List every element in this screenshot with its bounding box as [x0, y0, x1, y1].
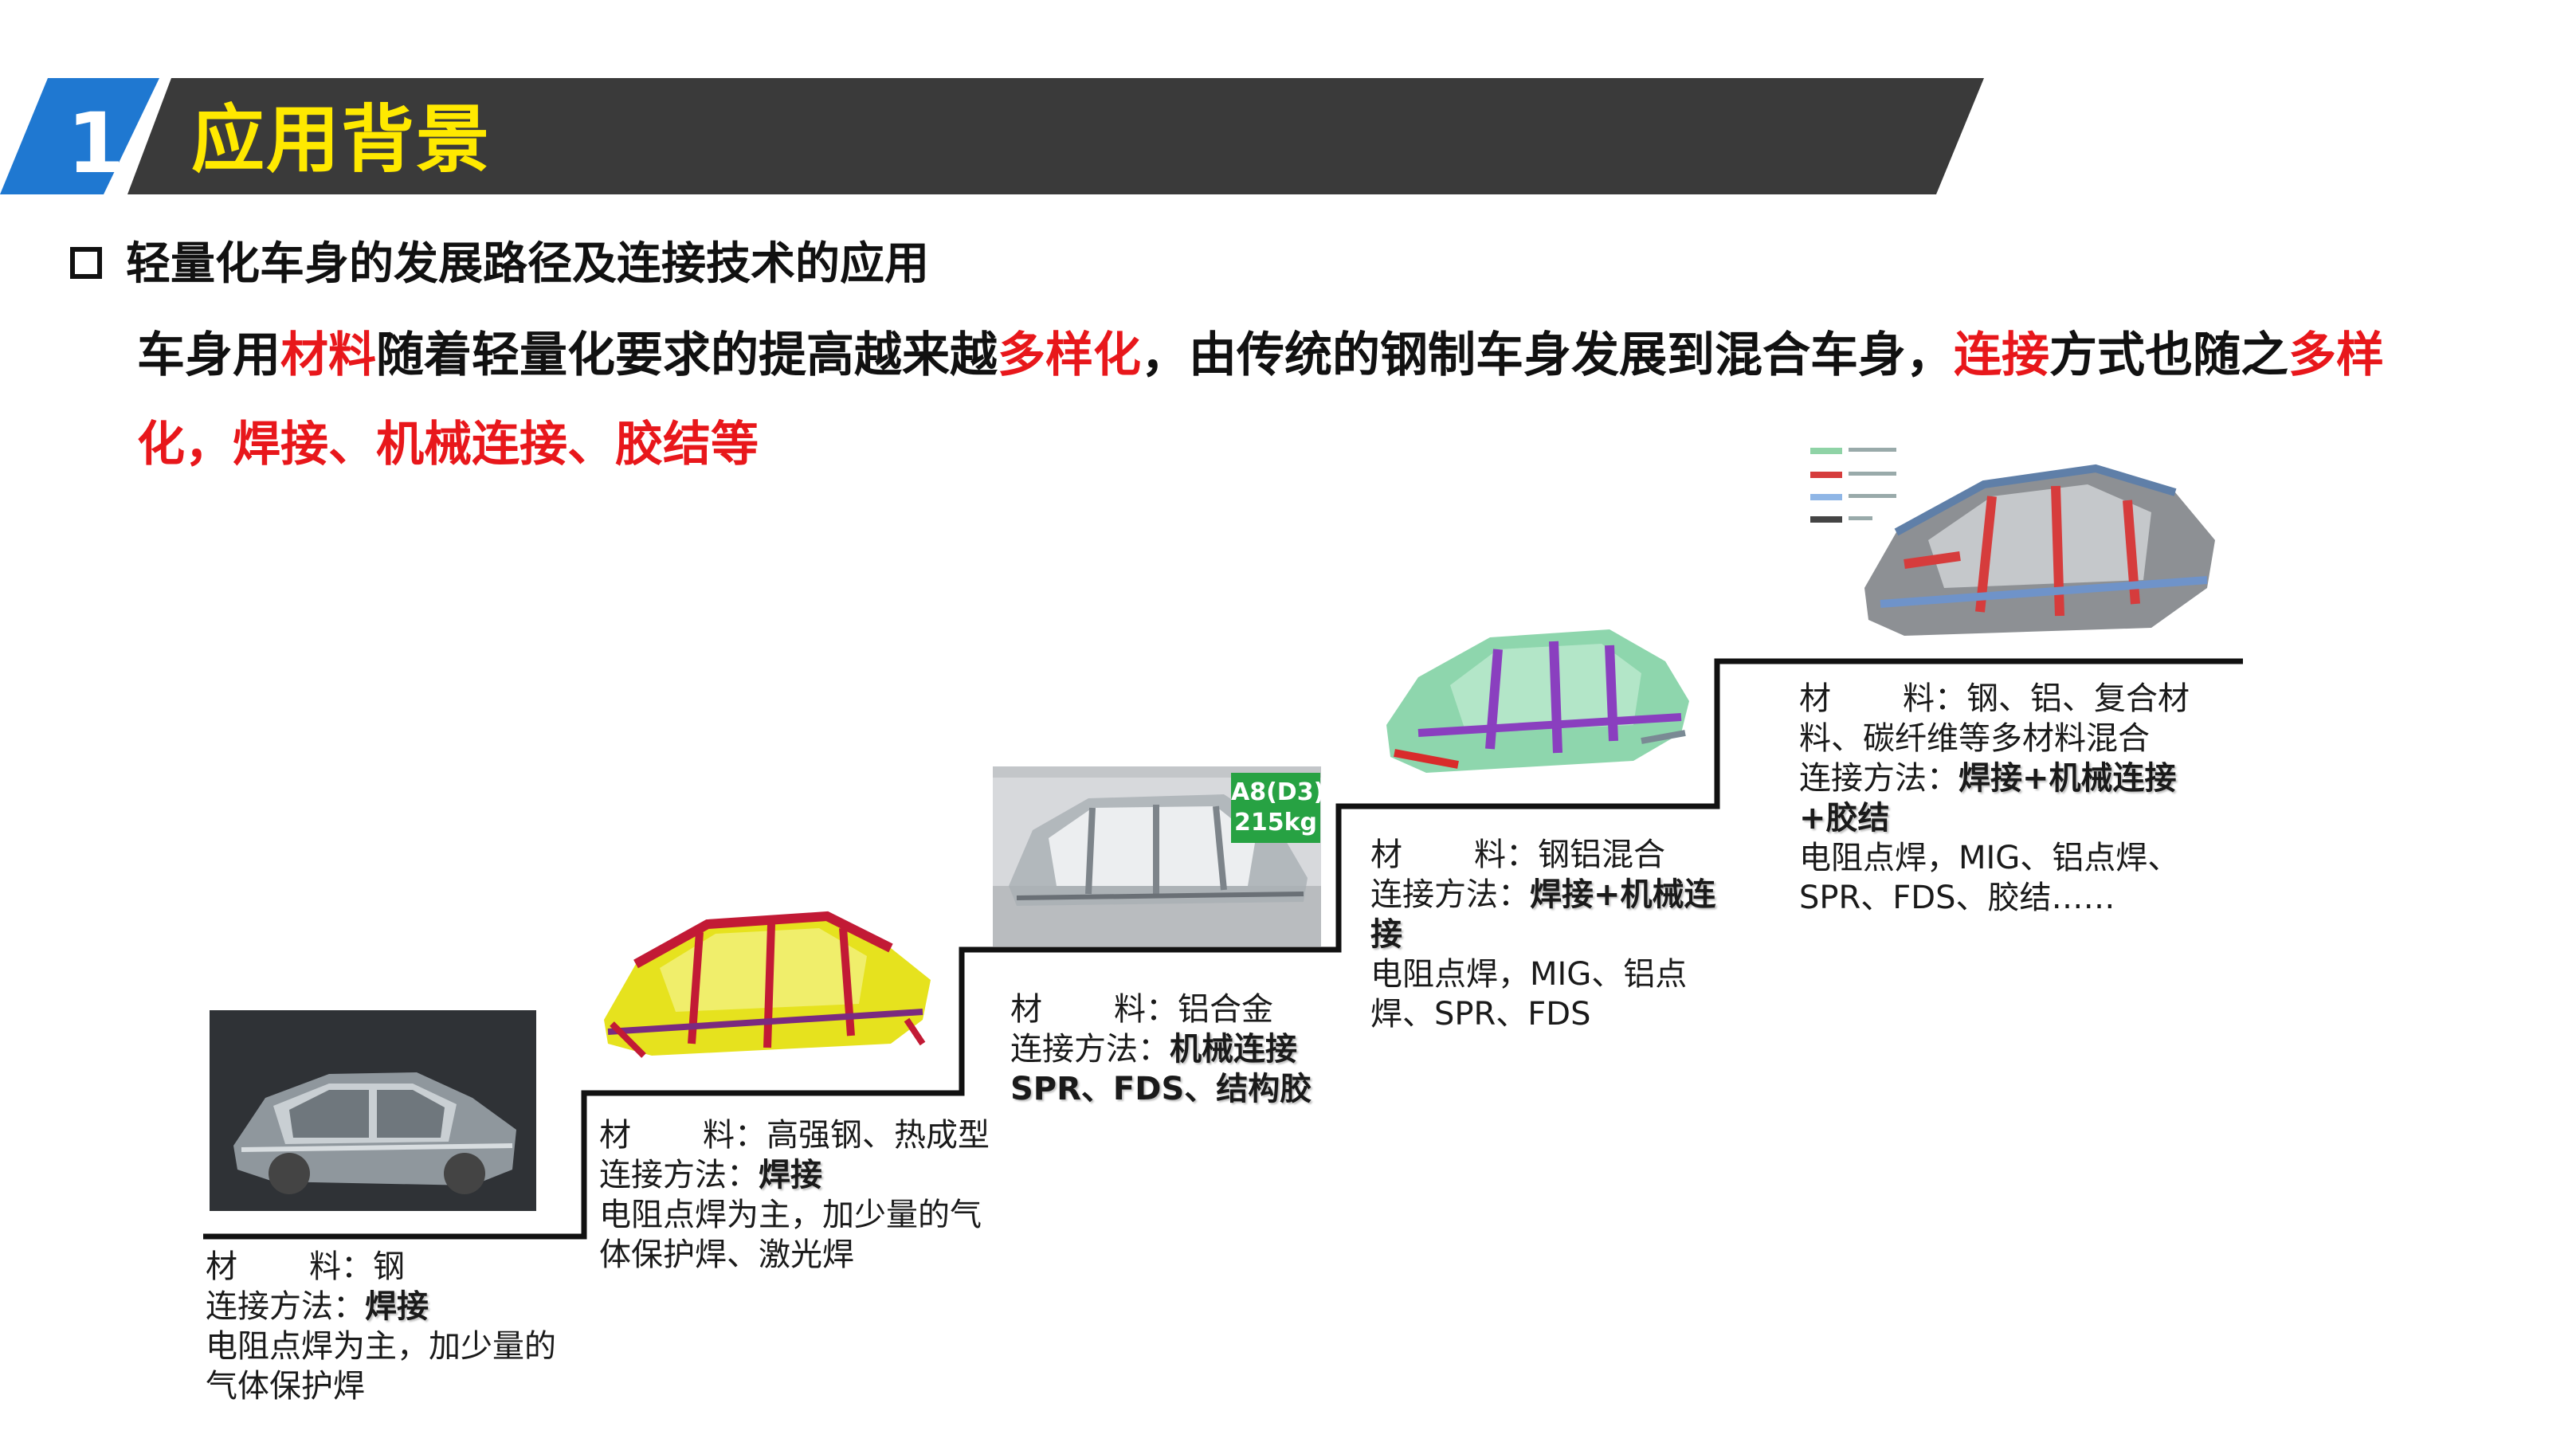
- intro-highlight-3: 连接: [1954, 327, 2049, 383]
- number-tab: [0, 78, 159, 194]
- stage-2-caption: 材 料：高强钢、热成型 连接方法：焊接 电阻点焊为主，加少量的气体保护焊、激光焊: [599, 1115, 998, 1275]
- badge-text: A8(D3) 215kg: [1231, 778, 1325, 837]
- method-value: 焊接+机械连接: [1370, 876, 1716, 953]
- stage-2-detail: 电阻点焊为主，加少量的气体保护焊、激光焊: [599, 1197, 982, 1273]
- method-value: 焊接: [365, 1288, 429, 1325]
- section-number: 1: [66, 95, 125, 192]
- method-label: 连接方法：: [1010, 1031, 1170, 1068]
- header-banner: [0, 78, 1984, 194]
- checkbox-bullet-icon: [70, 247, 102, 279]
- intro-text-2: 随着轻量化要求的提高越来越: [376, 327, 998, 383]
- material-value: 钢铝混合: [1538, 837, 1665, 873]
- material-label: 材: [206, 1248, 237, 1285]
- car-body-photo-high-strength-steel: [588, 884, 939, 1076]
- stage-5-material-row: 材 料：钢、铝、复合材料、碳纤维等多材料混合: [1799, 679, 2198, 758]
- stage-3-method-row: 连接方法：机械连接: [1010, 1029, 1345, 1069]
- stage-4-method-row: 连接方法：焊接+机械连接: [1370, 875, 1745, 954]
- stage-1-material-row: 材 料：钢: [206, 1247, 580, 1287]
- stage-3-caption: 材 料：铝合金 连接方法：机械连接 SPR、FDS、结构胶: [1010, 990, 1345, 1109]
- method-value: 焊接: [759, 1157, 822, 1193]
- car-body-photo-steel: [210, 1010, 536, 1211]
- stage-1-method-row: 连接方法：焊接: [206, 1287, 580, 1327]
- material-label-2: 料：: [309, 1248, 373, 1285]
- method-label: 连接方法：: [206, 1288, 365, 1325]
- material-value: 高强钢、热成型: [767, 1117, 990, 1154]
- stage-3-material-row: 材 料：铝合金: [1010, 990, 1345, 1029]
- car-body-photo-steel-aluminum-hybrid: [1370, 613, 1693, 793]
- stage-1-detail: 电阻点焊为主，加少量的气体保护焊: [206, 1328, 556, 1405]
- intro-paragraph: 车身用材料随着轻量化要求的提高越来越多样化，由传统的钢制车身发展到混合车身，连接…: [137, 311, 2464, 489]
- method-value: 焊接+机械连接+胶结: [1799, 760, 2177, 837]
- method-label: 连接方法：: [599, 1157, 759, 1193]
- method-value: 机械连接: [1170, 1031, 1297, 1068]
- intro-text-1: 车身用: [137, 327, 280, 383]
- stage-2-method-row: 连接方法：焊接: [599, 1155, 998, 1195]
- material-label-2: 料：: [703, 1117, 767, 1154]
- stage-5-detail: 电阻点焊，MIG、铝点焊、SPR、FDS、胶结……: [1799, 840, 2180, 916]
- material-label: 材: [1370, 837, 1402, 873]
- material-label-2: 料：: [1903, 680, 1966, 717]
- stage-3-method-detail: SPR、FDS、结构胶: [1010, 1071, 1312, 1107]
- stage-5-caption: 材 料：钢、铝、复合材料、碳纤维等多材料混合 连接方法：焊接+机械连接+胶结 电阻…: [1799, 679, 2198, 918]
- intro-text-4: 方式也随之: [2049, 327, 2288, 383]
- material-label: 材: [599, 1117, 631, 1154]
- material-value: 钢、铝、复合材料、碳纤维等多材料混合: [1799, 680, 2190, 757]
- stage-5-method-row: 连接方法：焊接+机械连接+胶结: [1799, 758, 2198, 838]
- subheading: 轻量化车身的发展路径及连接技术的应用: [126, 238, 929, 290]
- legend-swatches: [1810, 448, 1896, 523]
- car-body-photo-multi-material: [1809, 437, 2227, 652]
- material-label-2: 料：: [1114, 991, 1178, 1028]
- stage-4-caption: 材 料：钢铝混合 连接方法：焊接+机械连接 电阻点焊，MIG、铝点焊、SPR、FD…: [1370, 835, 1745, 1034]
- material-label: 材: [1799, 680, 1831, 717]
- model-weight-badge: A8(D3) 215kg: [1231, 773, 1324, 843]
- material-label: 材: [1010, 991, 1042, 1028]
- material-label-2: 料：: [1474, 837, 1538, 873]
- intro-text-3: ，由传统的钢制车身发展到混合车身，: [1141, 327, 1954, 383]
- material-value: 铝合金: [1178, 991, 1273, 1028]
- material-value: 钢: [373, 1248, 405, 1285]
- stage-4-material-row: 材 料：钢铝混合: [1370, 835, 1745, 875]
- method-label: 连接方法：: [1370, 876, 1530, 913]
- stage-2-material-row: 材 料：高强钢、热成型: [599, 1115, 998, 1155]
- title-bar: [127, 78, 1984, 194]
- stage-1-caption: 材 料：钢 连接方法：焊接 电阻点焊为主，加少量的气体保护焊: [206, 1247, 580, 1406]
- intro-highlight-2: 多样化: [998, 327, 1141, 383]
- stage-4-detail: 电阻点焊，MIG、铝点焊、SPR、FDS: [1370, 956, 1688, 1033]
- intro-highlight-1: 材料: [280, 327, 376, 383]
- method-label: 连接方法：: [1799, 760, 1958, 797]
- intro-highlight-4: 多样化，焊接、机械连接、胶结等: [137, 327, 2384, 472]
- section-title: 应用背景: [191, 97, 492, 182]
